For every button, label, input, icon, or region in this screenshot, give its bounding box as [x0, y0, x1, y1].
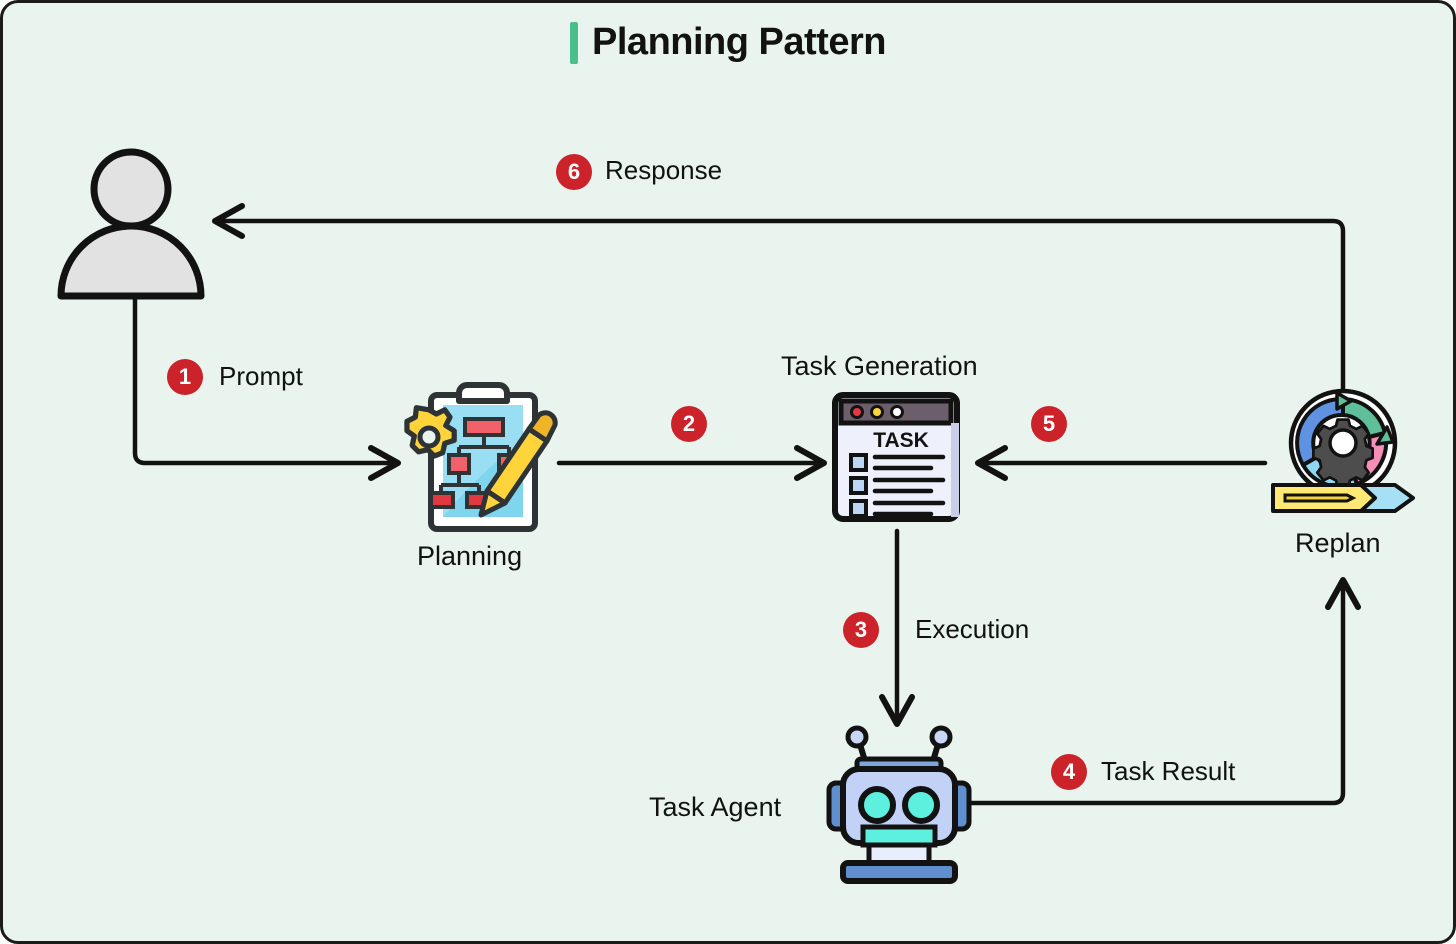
execution-label: Execution: [915, 614, 1030, 644]
task-generation-label: Task Generation: [781, 351, 978, 381]
title-label: Planning Pattern: [592, 21, 886, 63]
page-title: Planning Pattern: [3, 21, 1453, 64]
step-badge-2: 2: [671, 406, 707, 442]
prompt-label: Prompt: [219, 361, 303, 391]
replan-label: Replan: [1295, 528, 1381, 558]
clipboard-planning-icon: [401, 381, 561, 536]
title-accent-bar: [570, 21, 579, 64]
step-badge-5: 5: [1031, 406, 1067, 442]
step-badge-1: 1: [167, 359, 203, 395]
replan-cycle-icon: [1265, 385, 1420, 520]
task-agent-label: Task Agent: [649, 792, 782, 822]
step-badge-3: 3: [843, 612, 879, 648]
task-window-icon: TASK: [831, 391, 966, 526]
step-badge-4: 4: [1051, 754, 1087, 790]
response-label: Response: [605, 155, 723, 185]
step-badge-6: 6: [556, 154, 592, 190]
person-icon: [53, 141, 213, 301]
task-window-title: TASK: [873, 429, 929, 452]
planning-label: Planning: [417, 541, 523, 571]
task-result-label: Task Result: [1101, 756, 1236, 786]
robot-icon: [825, 725, 973, 889]
